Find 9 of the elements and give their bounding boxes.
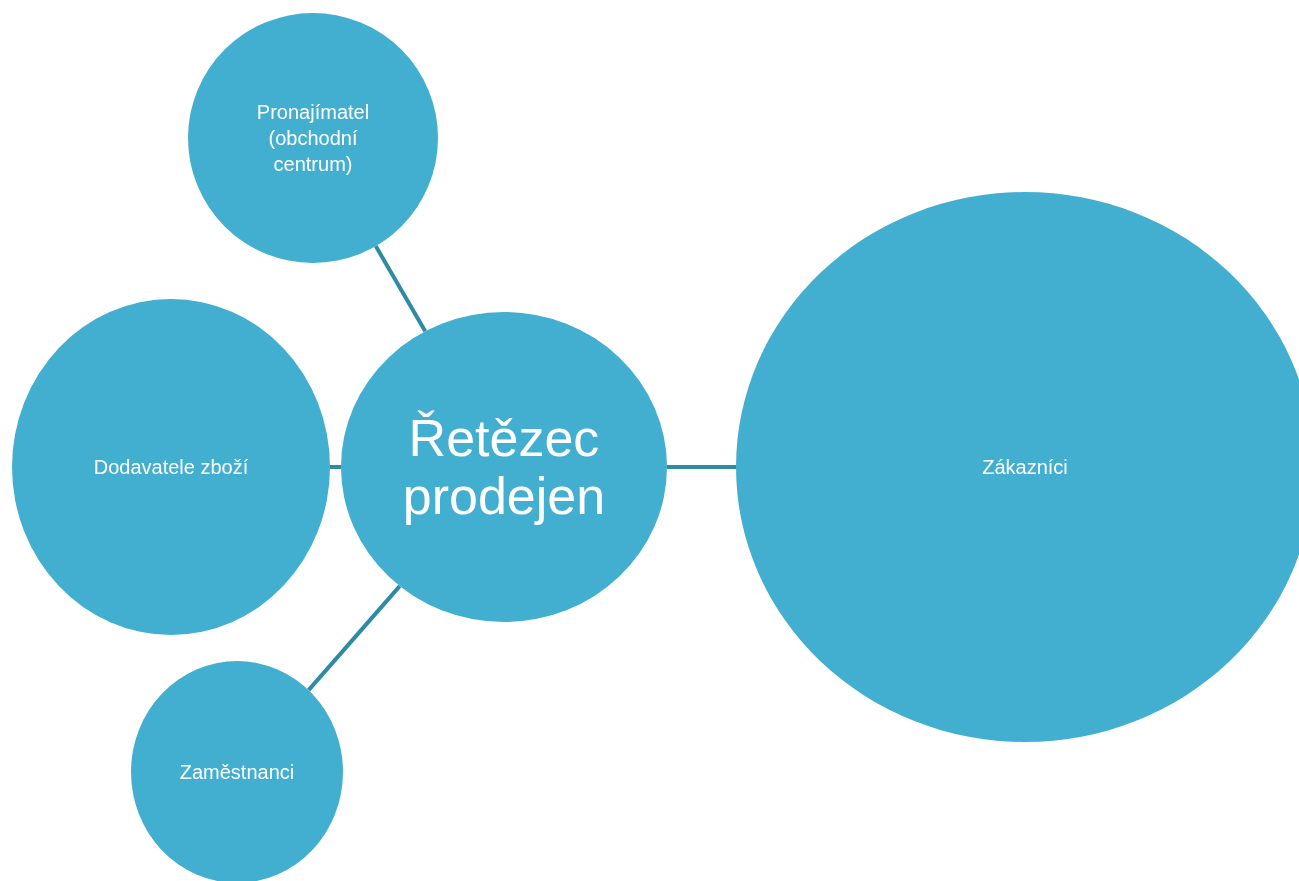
node-label: Zákazníci (982, 455, 1068, 480)
connector-line (667, 465, 736, 469)
connector-line (374, 245, 427, 333)
node-label: Pronajímatel (obchodní centrum) (255, 100, 371, 177)
node-label: Řetězec prodejen (401, 408, 607, 526)
node-label: Dodavatele zboží (93, 455, 249, 480)
connector-line (330, 465, 341, 469)
node-label: Zaměstnanci (179, 760, 295, 785)
connector-line (307, 584, 402, 692)
